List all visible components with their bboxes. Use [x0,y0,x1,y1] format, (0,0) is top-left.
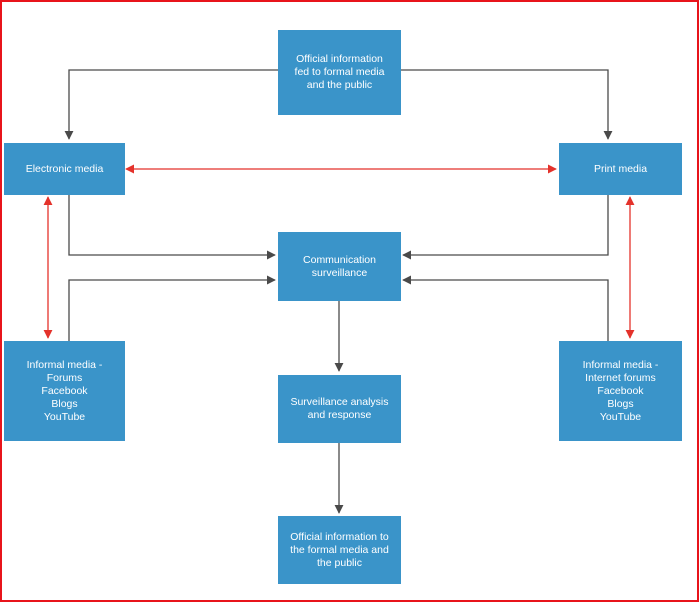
node-informal-media-right: Informal media - Internet forums Faceboo… [559,341,682,441]
edge-official-to-electronic [64,69,278,140]
edge-informal-right-to-surveillance [402,275,609,341]
node-informal-media-right-label: Informal media - Internet forums Faceboo… [582,358,659,423]
node-official-information-bottom-label: Official information to the formal media… [290,530,389,569]
edge-official-to-print [400,69,613,140]
edge-electronic-to-surveillance [68,195,276,260]
node-surveillance-analysis-label: Surveillance analysis and response [290,396,389,421]
node-surveillance-analysis: Surveillance analysis and response [278,375,401,443]
node-official-information-top-label: Official information fed to formal media… [294,53,385,91]
edge-informal-left-to-surveillance [68,275,276,341]
node-print-media-label: Print media [593,162,648,175]
node-official-information-bottom: Official information to the formal media… [278,516,401,584]
node-informal-media-left-label: Informal media - Forums Facebook Blogs Y… [26,358,103,423]
node-communication-surveillance-label: Communication surveillance [303,253,376,279]
node-informal-media-left: Informal media - Forums Facebook Blogs Y… [4,341,125,441]
node-official-information-top: Official information fed to formal media… [278,30,401,115]
node-communication-surveillance: Communication surveillance [278,232,401,301]
node-electronic-media-label: Electronic media [25,162,104,175]
edge-print-to-surveillance [402,195,609,260]
node-electronic-media: Electronic media [4,143,125,195]
node-print-media: Print media [559,143,682,195]
